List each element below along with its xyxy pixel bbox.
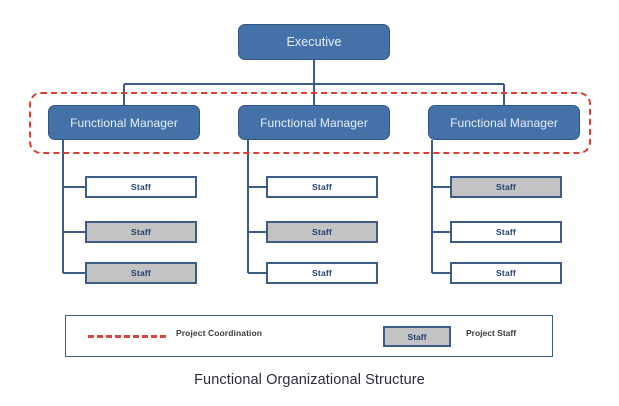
node-staff-c3-r3-label: Staff [496,268,516,278]
node-executive[interactable]: Executive [238,24,390,60]
node-staff-c2-r1-label: Staff [312,182,332,192]
node-staff-c3-r1-label: Staff [496,182,516,192]
node-staff-c1-r3[interactable]: Staff [85,262,197,284]
diagram-caption: Functional Organizational Structure [194,372,425,388]
node-functional-manager-2-label: Functional Manager [260,115,368,130]
node-functional-manager-1-label: Functional Manager [70,115,178,130]
node-staff-c3-r2-label: Staff [496,227,516,237]
node-staff-c3-r1[interactable]: Staff [450,176,562,198]
legend-project-staff-label: Project Staff [466,328,517,338]
node-executive-label: Executive [286,35,342,49]
node-staff-c2-r2[interactable]: Staff [266,221,378,243]
node-staff-c2-r2-label: Staff [312,227,332,237]
node-staff-c3-r2[interactable]: Staff [450,221,562,243]
node-staff-c1-r1-label: Staff [131,182,151,192]
node-staff-c2-r3[interactable]: Staff [266,262,378,284]
node-staff-c3-r3[interactable]: Staff [450,262,562,284]
node-staff-c1-r2[interactable]: Staff [85,221,197,243]
node-staff-c2-r1[interactable]: Staff [266,176,378,198]
node-functional-manager-1[interactable]: Functional Manager [48,105,200,140]
dashed-line-icon [88,335,166,338]
node-staff-c1-r1[interactable]: Staff [85,176,197,198]
node-staff-c2-r3-label: Staff [312,268,332,278]
legend-staff-swatch-label: Staff [407,331,427,342]
legend-staff-swatch: Staff [383,326,451,347]
node-staff-c1-r3-label: Staff [131,268,151,278]
project-coordination-boundary [29,92,591,154]
legend-coordination-label: Project Coordination [176,328,263,338]
node-staff-c1-r2-label: Staff [131,227,151,237]
legend-panel: Project Coordination Staff Project Staff [65,315,553,357]
node-functional-manager-2[interactable]: Functional Manager [238,105,390,140]
node-functional-manager-3[interactable]: Functional Manager [428,105,580,140]
node-functional-manager-3-label: Functional Manager [450,115,558,130]
